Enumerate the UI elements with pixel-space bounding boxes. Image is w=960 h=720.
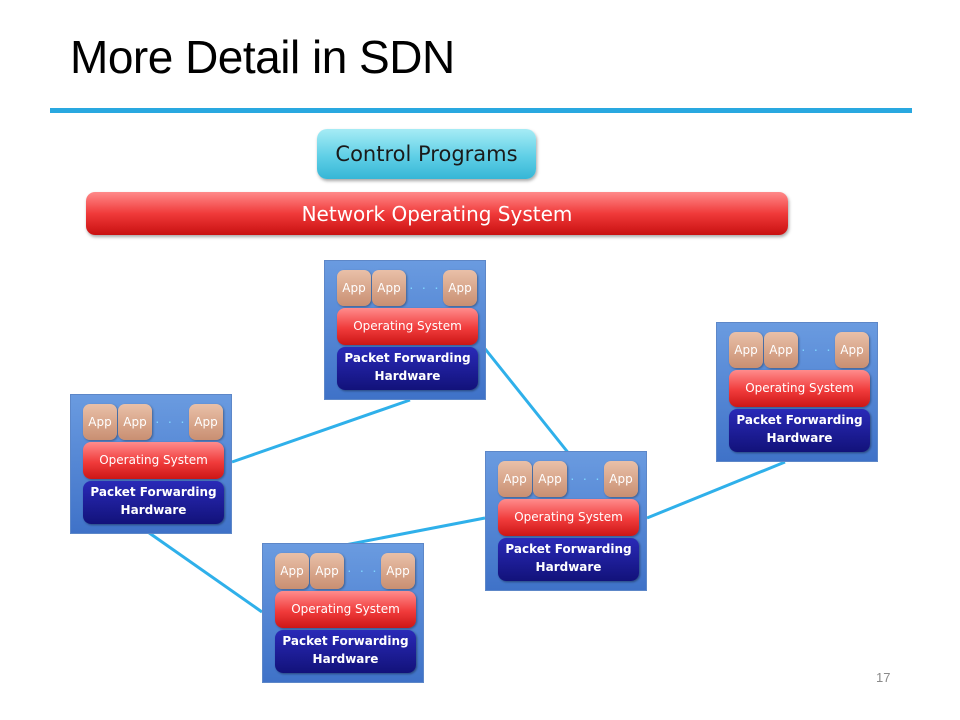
switch-bottom: App App · · · App Operating System Packe… — [262, 543, 424, 683]
operating-system-box: Operating System — [337, 308, 478, 345]
app-box: App — [381, 553, 415, 589]
ellipsis-dots: · · · — [409, 279, 441, 295]
ellipsis-dots: · · · — [801, 341, 833, 357]
app-box: App — [533, 461, 567, 497]
link-left-bottom — [144, 528, 263, 614]
app-box: App — [310, 553, 344, 589]
ellipsis-dots: · · · — [347, 562, 379, 578]
ellipsis-dots: · · · — [570, 470, 602, 486]
app-box: App — [764, 332, 798, 368]
network-operating-system-bar: Network Operating System — [86, 192, 788, 235]
switch-top: App App · · · App Operating System Packe… — [324, 260, 486, 400]
operating-system-box: Operating System — [729, 370, 870, 407]
packet-forwarding-hardware-box: Packet Forwarding Hardware — [498, 538, 639, 581]
app-box: App — [189, 404, 223, 440]
app-box: App — [604, 461, 638, 497]
app-box: App — [835, 332, 869, 368]
app-box: App — [443, 270, 477, 306]
app-box: App — [83, 404, 117, 440]
packet-forwarding-hardware-box: Packet Forwarding Hardware — [337, 347, 478, 390]
switch-left: App App · · · App Operating System Packe… — [70, 394, 232, 534]
page-number: 17 — [876, 670, 891, 685]
app-box: App — [118, 404, 152, 440]
packet-forwarding-hardware-box: Packet Forwarding Hardware — [729, 409, 870, 452]
app-box: App — [337, 270, 371, 306]
switch-right: App App · · · App Operating System Packe… — [716, 322, 878, 462]
title-underline — [50, 108, 912, 113]
switch-middle: App App · · · App Operating System Packe… — [485, 451, 647, 591]
app-box: App — [275, 553, 309, 589]
operating-system-box: Operating System — [83, 442, 224, 479]
link-middle-right — [646, 460, 786, 520]
app-box: App — [729, 332, 763, 368]
link-bottom-middle — [339, 516, 486, 548]
app-box: App — [372, 270, 406, 306]
link-left-top — [231, 398, 411, 464]
control-programs-box: Control Programs — [317, 129, 536, 179]
app-box: App — [498, 461, 532, 497]
ellipsis-dots: · · · — [155, 413, 187, 429]
link-top-middle — [468, 329, 572, 456]
operating-system-box: Operating System — [275, 591, 416, 628]
packet-forwarding-hardware-box: Packet Forwarding Hardware — [275, 630, 416, 673]
slide-title: More Detail in SDN — [70, 31, 455, 83]
operating-system-box: Operating System — [498, 499, 639, 536]
packet-forwarding-hardware-box: Packet Forwarding Hardware — [83, 481, 224, 524]
